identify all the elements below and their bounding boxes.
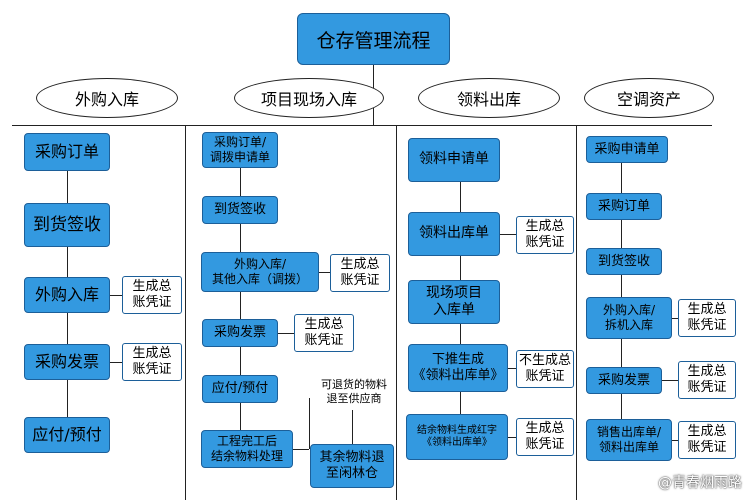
col2-branch-down	[352, 410, 353, 444]
col1-purchase-invoice: 采购发票	[24, 344, 110, 380]
col2-return-to-supplier-text: 可退货的物料 退至供应商	[321, 378, 387, 405]
col1-purchase-order: 采购订单	[24, 133, 110, 171]
col1-note-link-1	[110, 295, 122, 296]
col2-purchase-other-inbound: 外购入库/ 其他入库（调拨）	[201, 252, 319, 292]
col2-branch-riser	[309, 398, 310, 449]
col4-purchase-dismantle-inbound: 外购入库/ 拆机入库	[586, 297, 672, 339]
col3-note-link-3	[508, 437, 516, 438]
col2-purchase-order-transfer-request: 采购订单/ 调拨申请单	[202, 132, 278, 168]
col2-payable-prepaid: 应付/预付	[202, 375, 278, 403]
header-bar	[12, 125, 712, 126]
diagram-title: 仓存管理流程	[297, 13, 450, 65]
col1-voucher-note-1: 生成总 账凭证	[122, 276, 182, 314]
col2-purchase-invoice: 采购发票	[202, 319, 278, 347]
col3-surplus-red-outbound: 结余物料生成红字 《领料出库单》	[406, 414, 508, 460]
col3-no-voucher-note: 不生成总 账凭证	[516, 350, 574, 388]
col1-note-link-2	[110, 362, 122, 363]
col2-note-link-2	[278, 333, 294, 334]
col2-branch-link	[293, 449, 309, 450]
col3-note-link-1	[500, 234, 516, 235]
col4-sales-material-outbound: 销售出库单/ 领料出库单	[586, 419, 672, 461]
col4-voucher-note-3: 生成总 账凭证	[678, 421, 736, 459]
header-project-site-inbound: 项目现场入库	[234, 78, 384, 118]
col2-completion-surplus-processing: 工程完工后 结余物料处理	[201, 430, 293, 468]
col2-voucher-note-1: 生成总 账凭证	[330, 254, 390, 292]
column-divider-3	[576, 125, 577, 500]
col4-purchase-invoice: 采购发票	[586, 367, 662, 394]
col4-note-link-1	[672, 318, 678, 319]
header-purchase-inbound: 外购入库	[36, 78, 178, 118]
col2-remaining-to-xianlin-warehouse: 其余物料退 至闲林仓	[310, 444, 394, 488]
col2-goods-receipt: 到货签收	[202, 196, 278, 224]
col3-material-request: 领料申请单	[408, 138, 500, 182]
col4-goods-receipt: 到货签收	[586, 248, 662, 275]
col2-voucher-note-2: 生成总 账凭证	[294, 314, 354, 352]
column-divider-2	[396, 125, 397, 500]
col2-note-link-1	[319, 272, 330, 273]
column-divider-1	[185, 125, 186, 500]
col3-voucher-note-1: 生成总 账凭证	[516, 216, 574, 254]
col4-note-link-3	[672, 440, 678, 441]
col3-note-link-2	[508, 368, 516, 369]
watermark: @青春烟雨路	[658, 475, 742, 491]
col3-voucher-note-3: 生成总 账凭证	[516, 418, 574, 456]
col1-voucher-note-2: 生成总 账凭证	[122, 343, 182, 381]
col3-site-project-inbound-order: 现场项目 入库单	[408, 280, 500, 324]
col4-purchase-request: 采购申请单	[586, 136, 668, 163]
col3-material-outbound-order: 领料出库单	[408, 212, 500, 256]
header-material-outbound: 领料出库	[418, 78, 560, 118]
col2-flow-line	[240, 168, 241, 430]
col4-flow-line	[621, 163, 622, 419]
col1-payable-prepaid: 应付/预付	[24, 417, 110, 453]
col4-purchase-order: 采购订单	[586, 193, 662, 220]
col1-goods-receipt: 到货签收	[24, 203, 110, 247]
col3-push-generate-outbound: 下推生成 《领料出库单》	[408, 344, 508, 392]
col1-purchase-inbound: 外购入库	[24, 277, 110, 313]
col4-note-link-2	[662, 380, 678, 381]
col4-voucher-note-1: 生成总 账凭证	[678, 299, 736, 337]
col4-voucher-note-2: 生成总 账凭证	[678, 361, 736, 399]
header-ac-assets: 空调资产	[584, 78, 714, 118]
